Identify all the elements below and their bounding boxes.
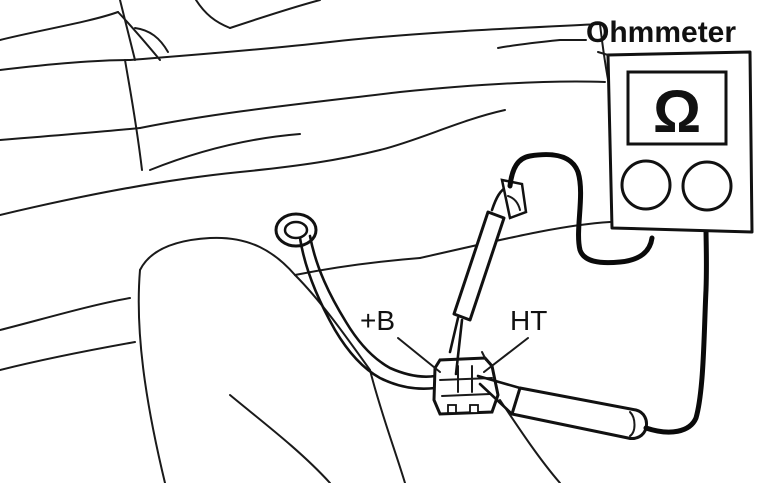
probe-plus-b bbox=[448, 178, 528, 376]
ohmmeter: Ω bbox=[597, 50, 754, 234]
plus-b-label: +B bbox=[360, 305, 395, 336]
ohmmeter-jack-right bbox=[681, 160, 733, 212]
ohmmeter-jack-left bbox=[620, 159, 672, 211]
ohm-symbol: Ω bbox=[653, 78, 701, 145]
vehicle-body-outline bbox=[0, 0, 611, 483]
ht-label: HT bbox=[510, 305, 547, 336]
grommet bbox=[274, 212, 318, 248]
ohmmeter-label: Ohmmeter bbox=[586, 16, 736, 49]
connector bbox=[432, 351, 500, 416]
test-leads bbox=[507, 152, 709, 435]
leader-lines bbox=[397, 39, 587, 373]
probe-ht bbox=[476, 374, 648, 440]
ohmmeter-display bbox=[626, 70, 728, 146]
wire-harness bbox=[298, 234, 437, 390]
